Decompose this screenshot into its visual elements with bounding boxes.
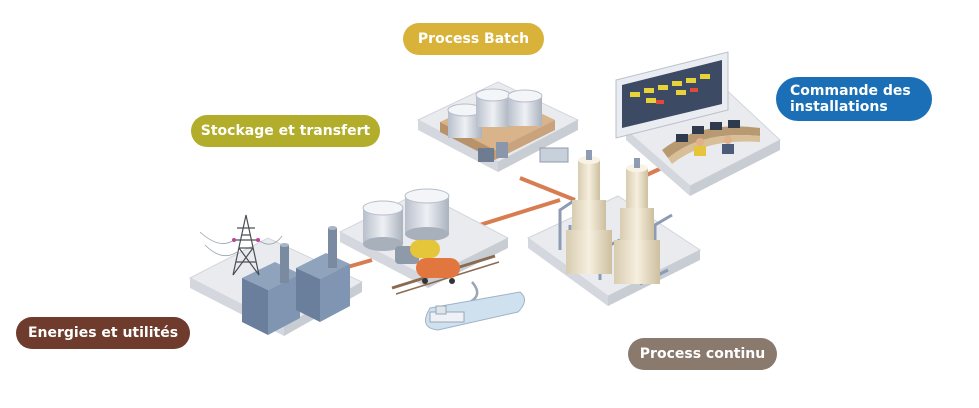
label-process-continu: Process continu bbox=[628, 338, 777, 370]
label-stockage-transfert: Stockage et transfert bbox=[191, 115, 380, 147]
storage-transfer-platform bbox=[338, 188, 510, 295]
pipe-storage-to-continuous bbox=[469, 198, 561, 230]
continuous-process-platform bbox=[527, 150, 701, 306]
control-room-platform bbox=[615, 51, 781, 196]
batch-process-platform bbox=[416, 81, 580, 172]
pipe-batch-to-continuous bbox=[519, 176, 576, 202]
label-energies-utilites: Energies et utilités bbox=[16, 317, 190, 349]
label-process-batch: Process Batch bbox=[403, 23, 544, 55]
energy-utilities-platform bbox=[188, 214, 364, 336]
label-commande-installations: Commande des installations bbox=[776, 77, 932, 121]
tanker-ship bbox=[425, 281, 525, 331]
